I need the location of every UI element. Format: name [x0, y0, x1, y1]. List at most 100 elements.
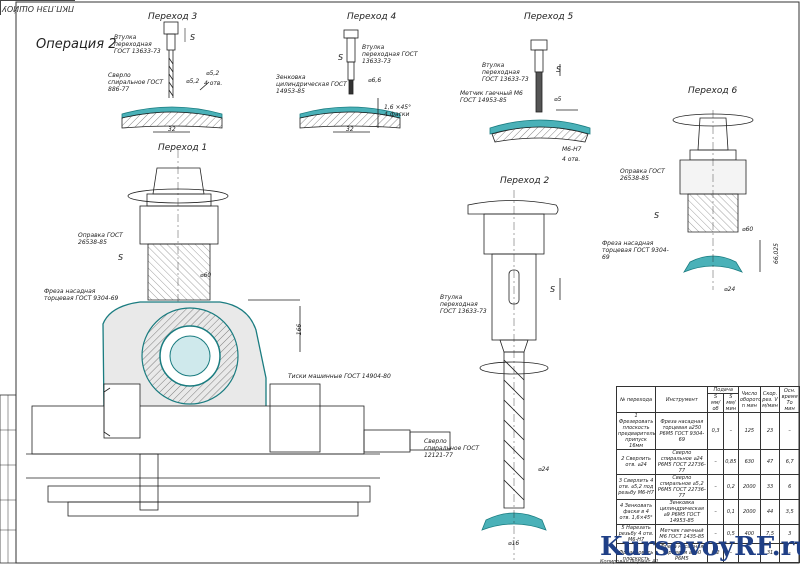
step2-title: Переход 2	[500, 176, 550, 186]
step3-title: Переход 3	[148, 12, 198, 22]
corner-stamp: ПКП.ПЗН ОШЙОУ	[0, 0, 75, 15]
step1-title: Переход 1	[158, 143, 208, 153]
p5-bush-note: Втулка переходная ГОСТ 13633-73	[482, 62, 529, 83]
table-cell: –	[722, 412, 739, 450]
p5-thread: М6-Н7	[562, 146, 582, 153]
table-cell: 3	[779, 524, 800, 544]
p6-mill-note: Фреза насадная торцевая ГОСТ 9304-69	[602, 240, 669, 261]
watermark-logo: KursovoyRF.ru	[600, 532, 800, 562]
operation-title: Операция 2	[36, 37, 117, 52]
table-cell: 33	[759, 474, 781, 500]
table-row: 1 Фрезеровать плоскость предварительно, …	[615, 412, 800, 450]
table-cell: –	[722, 543, 739, 563]
table-cell: 630	[737, 449, 761, 475]
p4-chamfer: 1,6 ×45° 4 фаски	[384, 104, 412, 118]
p4-diameter: ⌀6,6	[368, 77, 382, 84]
p6-diameter-2: ⌀24	[724, 286, 736, 293]
table-cell: 0,3	[707, 412, 724, 450]
p2-feed: S	[550, 285, 556, 294]
title-block-footer: Копировал Формат А1	[600, 559, 659, 565]
p2-drill-note: Сверло спиральное ГОСТ 12121-77	[424, 438, 480, 459]
p1-vise-note: Тиски машинные ГОСТ 14904-80	[288, 373, 391, 380]
step1-assembly	[26, 150, 451, 517]
step5-title: Переход 5	[524, 12, 574, 22]
step3-sketch	[121, 21, 223, 133]
p3-holes: 4 отв.	[204, 80, 223, 87]
table-cell: Зенковка цилиндрическая ⌀9 Р6М5 ГОСТ 149…	[655, 499, 709, 525]
step6-sketch	[672, 110, 761, 290]
p1-mandrel-note: Оправка ГОСТ 26538-85	[78, 232, 123, 246]
table-cell: 1 Фрезеровать плоскость предварительно, …	[615, 412, 657, 450]
table-cell: Сверло спиральное ⌀5,2 Р6М5 ГОСТ 22736-7…	[655, 474, 709, 500]
table-cell: 2000	[737, 474, 761, 500]
p2-bush-note: Втулка переходная ГОСТ 13633-73	[440, 294, 487, 315]
p1-dim: 166	[296, 323, 304, 336]
table-header: Подача	[707, 386, 739, 394]
p3-diameter-2: ⌀5,2	[186, 78, 200, 85]
p5-holes: 4 отв.	[562, 156, 581, 163]
process-table: № перехода Инструмент Подача Число оборо…	[615, 386, 800, 563]
p5-tap-note: Метчик гаечный М6 ГОСТ 14953-85	[460, 90, 523, 104]
p1-diameter: ⌀60	[200, 272, 212, 279]
table-cell: 6,7	[779, 449, 800, 475]
table-header: Число оборотов n мин	[737, 386, 761, 413]
p6-diameter: ⌀60	[742, 226, 754, 233]
table-cell: 23	[759, 412, 781, 450]
step6-title: Переход 6	[688, 86, 738, 96]
table-cell: 0,2	[722, 474, 739, 500]
table-header: № перехода	[615, 386, 657, 413]
step2-drill	[467, 190, 561, 560]
table-row: 4 Зенковать фаски в 4 отв. 1,6×45°Зенков…	[615, 499, 800, 525]
table-cell: –	[707, 499, 724, 525]
table-cell: –	[779, 412, 800, 450]
p3-drill-note: Сверло спиральное ГОСТ 886-77	[108, 72, 164, 93]
p3-dim: 32	[168, 126, 176, 133]
table-cell: 2 Сверлить отв. ⌀24	[615, 449, 657, 475]
p1-feed: S	[118, 253, 124, 262]
p1-mill-note: Фреза насадная торцевая ГОСТ 9304-69	[44, 288, 119, 302]
table-header: Скор. рез. V м/мин	[759, 386, 781, 413]
step5-sketch	[489, 39, 591, 143]
table-cell: 6	[779, 474, 800, 500]
step4-sketch	[299, 29, 401, 133]
table-cell: 0,1	[722, 499, 739, 525]
p3-bush-note: Втулка переходная ГОСТ 13633-73	[114, 34, 161, 55]
table-cell: –	[707, 449, 724, 475]
p3-feed: S	[190, 33, 196, 42]
table-cell: –	[707, 474, 724, 500]
p6-feed: S	[654, 211, 660, 220]
step4-title: Переход 4	[347, 12, 397, 22]
table-header: Осн. время То мин	[779, 386, 800, 413]
p4-bush-note: Втулка переходная ГОСТ 13633-73	[362, 44, 418, 65]
p5-diameter: ⌀5	[554, 96, 562, 103]
p2-diameter: ⌀24	[538, 466, 550, 473]
table-cell: 2000	[737, 499, 761, 525]
p4-dim: 32	[346, 126, 354, 133]
table-cell: 3,5	[779, 499, 800, 525]
table-cell: 44	[759, 499, 781, 525]
table-cell: Фреза насадная торцевая ⌀250 Р6М5 ГОСТ 9…	[655, 412, 709, 450]
table-cell: 3 Сверлить 4 отв. ⌀5,2 под резьбу М6-Н7	[615, 474, 657, 500]
table-cell: 0,85	[722, 449, 739, 475]
p4-feed: S	[338, 53, 344, 62]
p5-feed: S	[556, 65, 562, 74]
p2-diameter-2: ⌀16	[508, 540, 520, 547]
table-cell: 47	[759, 449, 781, 475]
p3-diameter: ⌀5,2	[206, 70, 220, 77]
table-header: Инструмент	[655, 386, 709, 413]
p6-dim: 66,025	[773, 243, 780, 264]
table-cell: 125	[737, 412, 761, 450]
p6-mandrel-note: Оправка ГОСТ 26538-85	[620, 168, 665, 182]
table-cell: Фреза насадная торцевая ⌀250 Р6М5	[655, 543, 709, 563]
table-cell: Сверло спиральное ⌀24 Р6М5 ГОСТ 22736-77	[655, 449, 709, 475]
table-cell: 4 Зенковать фаски в 4 отв. 1,6×45°	[615, 499, 657, 525]
table-header: S мм/об	[707, 393, 724, 413]
p4-tool-note: Зенковка цилиндрическая ГОСТ 14953-85	[276, 74, 347, 95]
table-header: S мм/мин	[722, 393, 739, 413]
table-cell: –	[737, 543, 761, 563]
